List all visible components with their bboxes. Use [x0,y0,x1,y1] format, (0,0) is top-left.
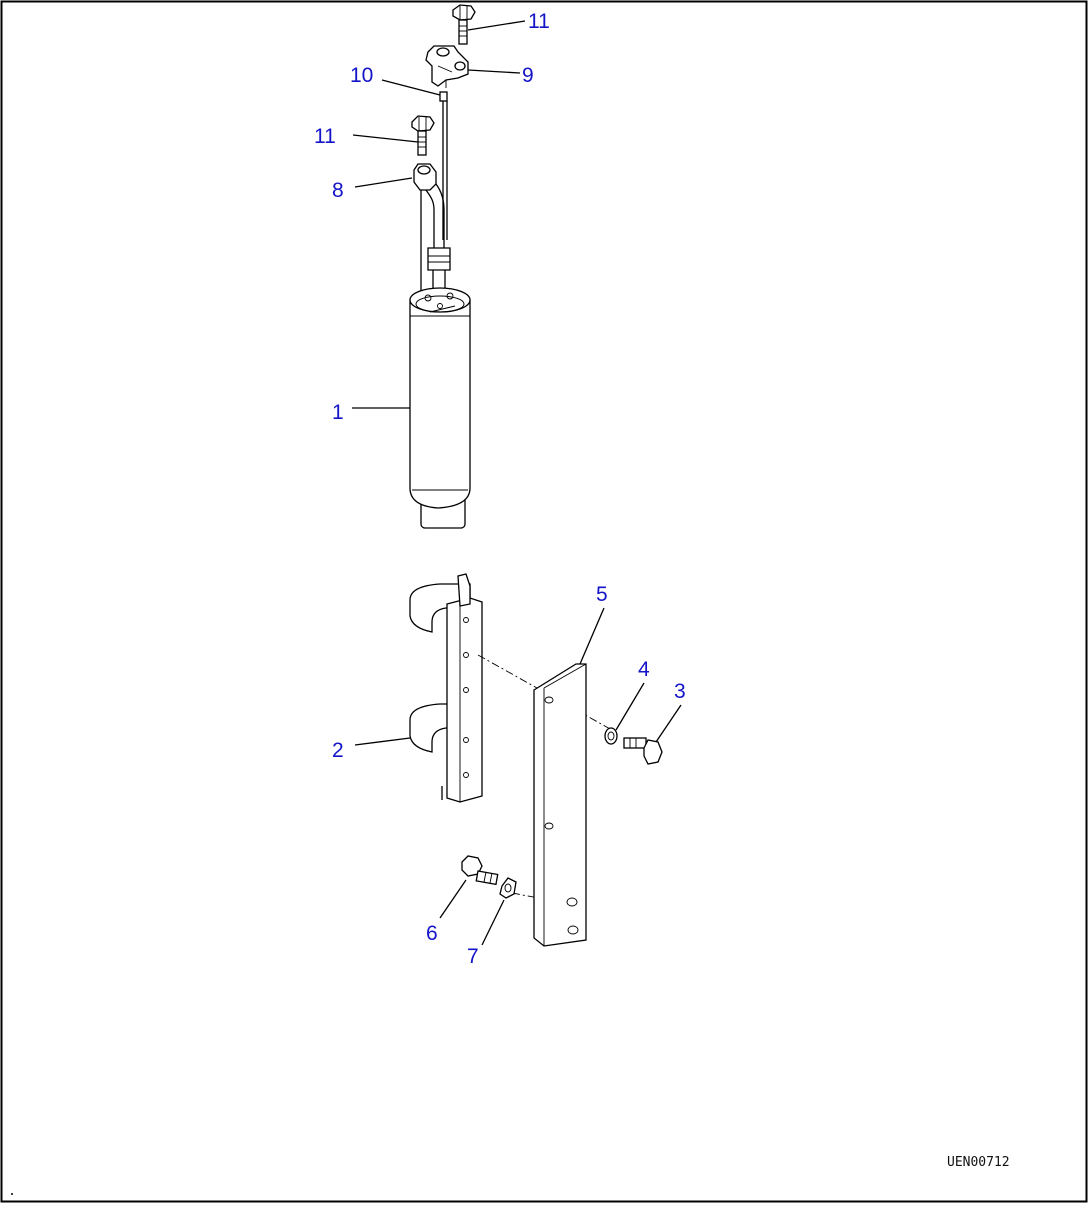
callout-11-top: 11 [528,10,550,33]
callout-4: 4 [638,658,650,681]
clamp-block-drawing [425,45,469,88]
callout-3: 3 [674,680,686,703]
callout-11-middle: 11 [314,125,336,148]
bolt-lower-drawing [461,855,499,886]
callout-2: 2 [332,739,344,762]
washer-upper-drawing [604,727,618,745]
hose-drawing [413,163,451,292]
leader-lines [352,20,682,946]
callout-1: 1 [332,401,344,424]
bracket-bands-drawing [409,573,483,803]
callout-5: 5 [596,583,608,606]
callout-10: 10 [350,64,373,87]
washer-lower-drawing [499,877,517,899]
callout-7: 7 [467,945,479,968]
receiver-drier-drawing [409,287,471,529]
bolt-middle-drawing [411,115,435,156]
corner-mark [11,1193,13,1195]
bolt-plate-drawing [623,737,663,765]
mounting-plate-drawing [533,663,587,947]
callout-9: 9 [522,64,534,87]
valve-drawing [439,91,448,240]
callout-8: 8 [332,179,344,202]
bolt-top-drawing [452,4,476,45]
callout-6: 6 [426,922,438,945]
drawing-code: UEN00712 [947,1155,1010,1170]
